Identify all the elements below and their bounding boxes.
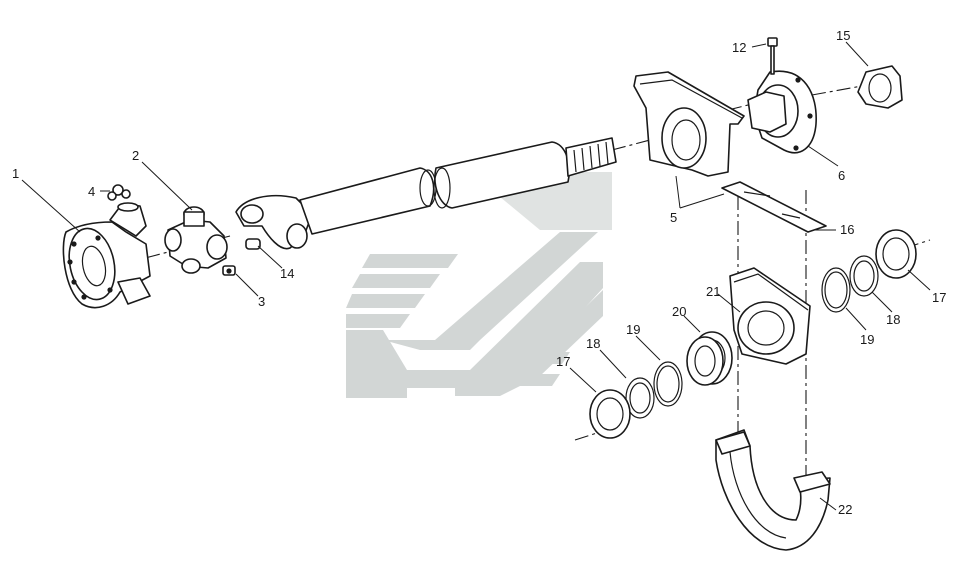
needle-bearing-14	[245, 238, 261, 250]
snap-ring-19-right	[821, 267, 851, 313]
snap-ring-19-left	[653, 361, 683, 407]
bolt-set-4	[107, 184, 131, 201]
nut-15	[857, 65, 903, 109]
callout-19-right: 19	[860, 332, 874, 347]
driveshaft-tube	[433, 137, 617, 209]
center-bearing-housing	[633, 71, 745, 177]
slip-yoke-shaft	[235, 167, 437, 250]
callout-1: 1	[12, 166, 19, 181]
bearing-support	[729, 267, 811, 365]
callout-18-right: 18	[886, 312, 900, 327]
callout-18-left: 18	[586, 336, 600, 351]
universal-joint-cross	[164, 206, 228, 274]
callout-5: 5	[670, 210, 677, 225]
callout-17-right: 17	[932, 290, 946, 305]
callout-17-left: 17	[556, 354, 570, 369]
seal-17-left	[589, 389, 631, 439]
bearing-20	[686, 331, 733, 386]
callout-21: 21	[706, 284, 720, 299]
flange-yoke	[62, 202, 151, 309]
callout-6: 6	[838, 168, 845, 183]
leader-lines	[21, 41, 931, 511]
callout-2: 2	[132, 148, 139, 163]
washer-18-left	[625, 377, 655, 419]
u-bracket	[715, 429, 831, 551]
callout-4: 4	[88, 184, 95, 199]
callout-3: 3	[258, 294, 265, 309]
bolt-12	[767, 37, 778, 75]
callout-20: 20	[672, 304, 686, 319]
callout-19-left: 19	[626, 322, 640, 337]
seal-17-right	[875, 229, 917, 279]
callout-15: 15	[836, 28, 850, 43]
mounting-plate	[721, 181, 827, 233]
washer-18-right	[849, 255, 879, 297]
watermark-logo	[346, 172, 612, 398]
companion-flange	[747, 70, 817, 154]
callout-22: 22	[838, 502, 852, 517]
callout-14: 14	[280, 266, 294, 281]
callout-16: 16	[840, 222, 854, 237]
callout-12: 12	[732, 40, 746, 55]
grease-fitting-3	[222, 265, 236, 276]
